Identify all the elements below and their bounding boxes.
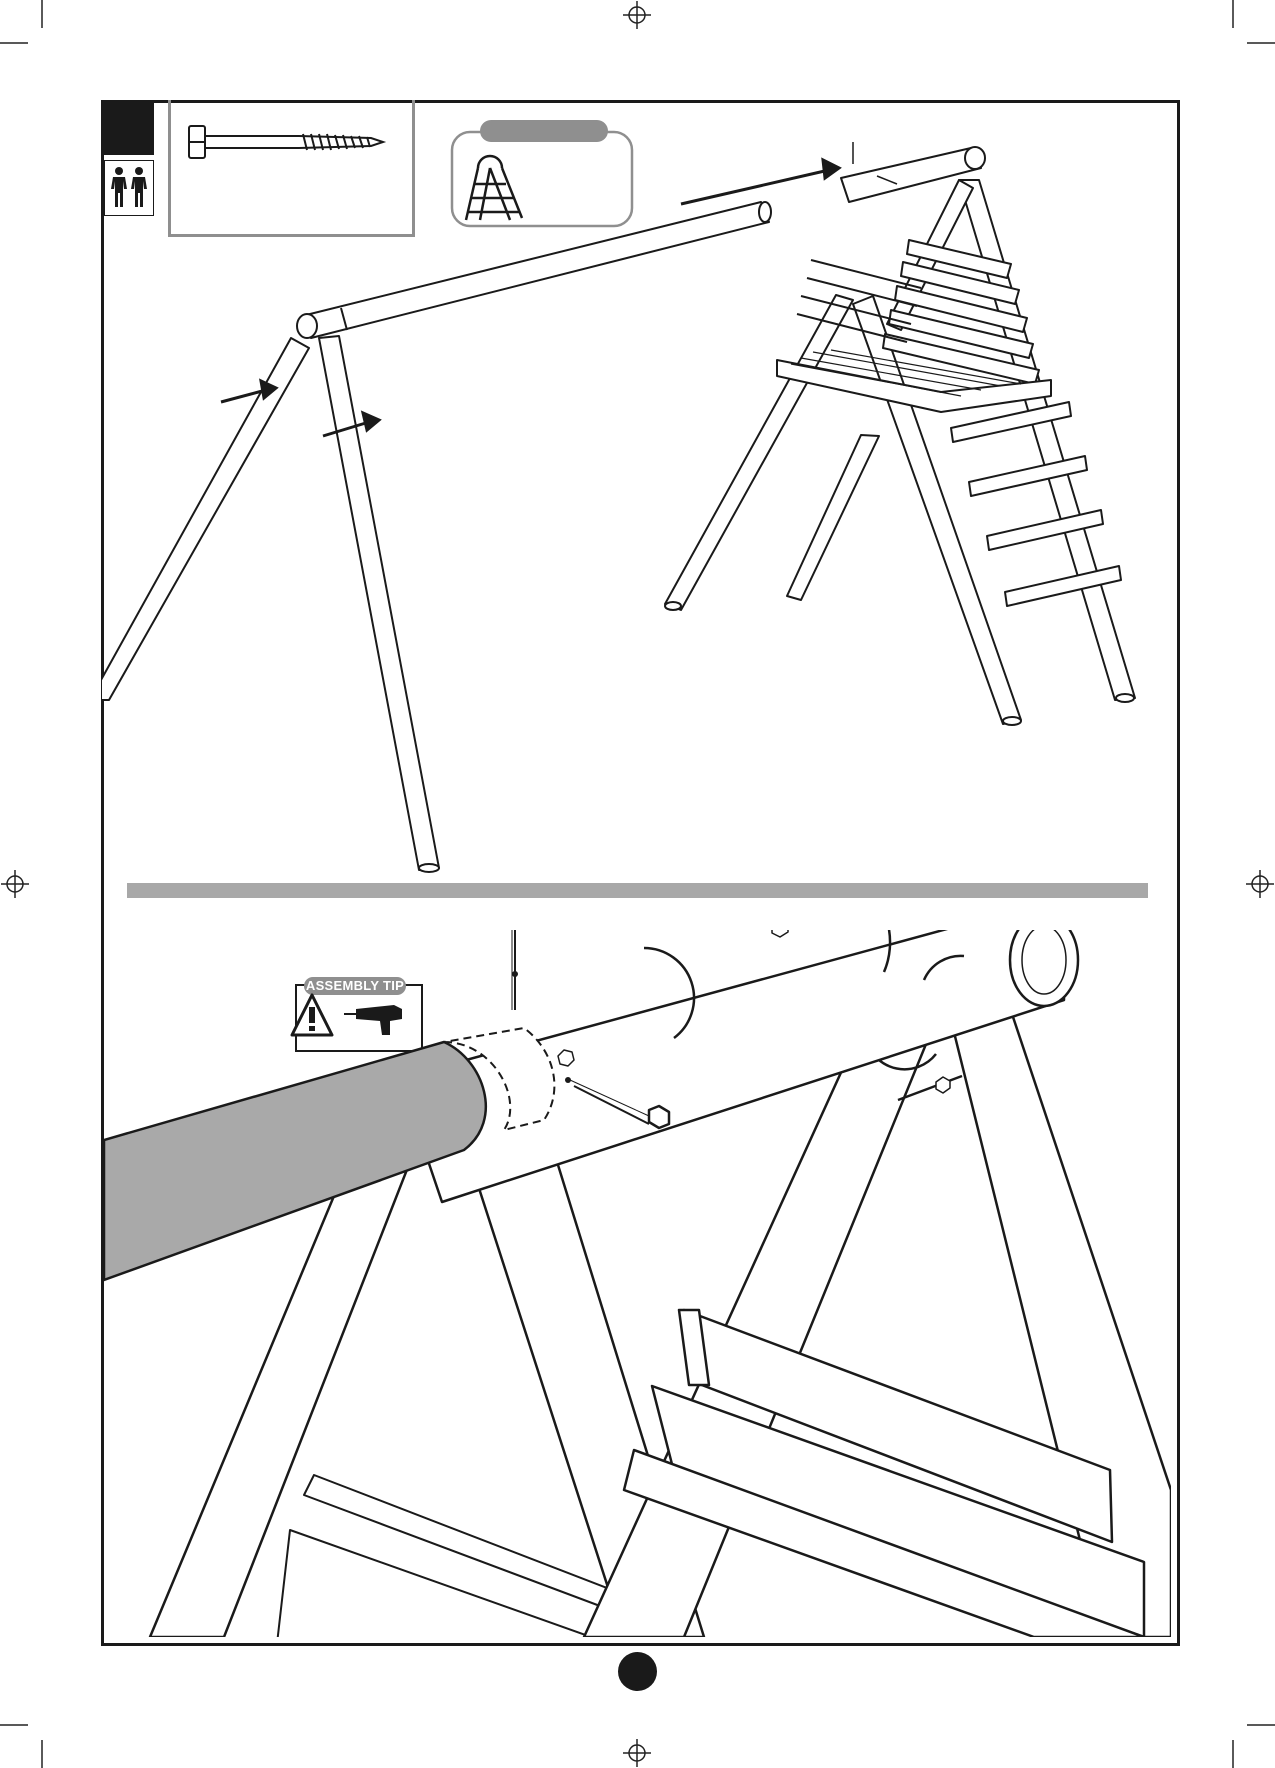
tower-rear-leg: [787, 435, 879, 600]
hex-nut-top: [772, 930, 788, 937]
highlighted-beam: [104, 1042, 486, 1280]
top-beam: [306, 202, 769, 338]
section-divider: [127, 883, 1148, 898]
tower-front-left-leg: [665, 295, 853, 610]
swing-frame-overview-illustration: [101, 140, 1176, 880]
carriage-bolt-vertical: [508, 930, 522, 1010]
left-rear-leg: [101, 338, 309, 700]
beam-connection-detail-illustration: [104, 930, 1171, 1637]
hex-bolt-head-right: [936, 1077, 950, 1093]
page-number-badge: [618, 1652, 657, 1691]
left-front-leg: [319, 336, 439, 870]
